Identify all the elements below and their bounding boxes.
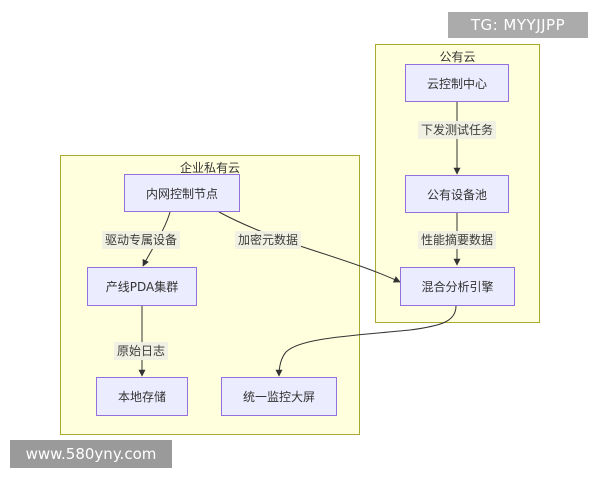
edge-label-intranet-to-engine: 加密元数据	[234, 231, 302, 249]
watermark-url: www.580yny.com	[10, 440, 172, 468]
edge-label-pda-to-storage: 原始日志	[113, 342, 169, 360]
edge-label-intranet-to-pda: 驱动专属设备	[101, 231, 181, 249]
edge-engine-to-screen	[275, 305, 457, 377]
node-intranet-control-node: 内网控制节点	[124, 174, 240, 212]
watermark-tag: TG: MYYJJPP	[448, 12, 588, 38]
edge-label-pool-to-engine: 性能摘要数据	[417, 231, 497, 249]
node-public-device-pool: 公有设备池	[405, 175, 509, 213]
edge-label-control-to-pool: 下发测试任务	[417, 121, 497, 139]
public-cloud-title: 公有云	[439, 50, 476, 64]
node-unified-monitoring-screen: 统一监控大屏	[221, 377, 337, 416]
node-hybrid-analysis-engine: 混合分析引擎	[400, 267, 515, 306]
node-local-storage: 本地存储	[96, 377, 188, 416]
private-cloud-title: 企业私有云	[179, 161, 240, 175]
node-production-line-pda-cluster: 产线PDA集群	[87, 267, 197, 306]
node-cloud-control-center: 云控制中心	[405, 64, 509, 102]
